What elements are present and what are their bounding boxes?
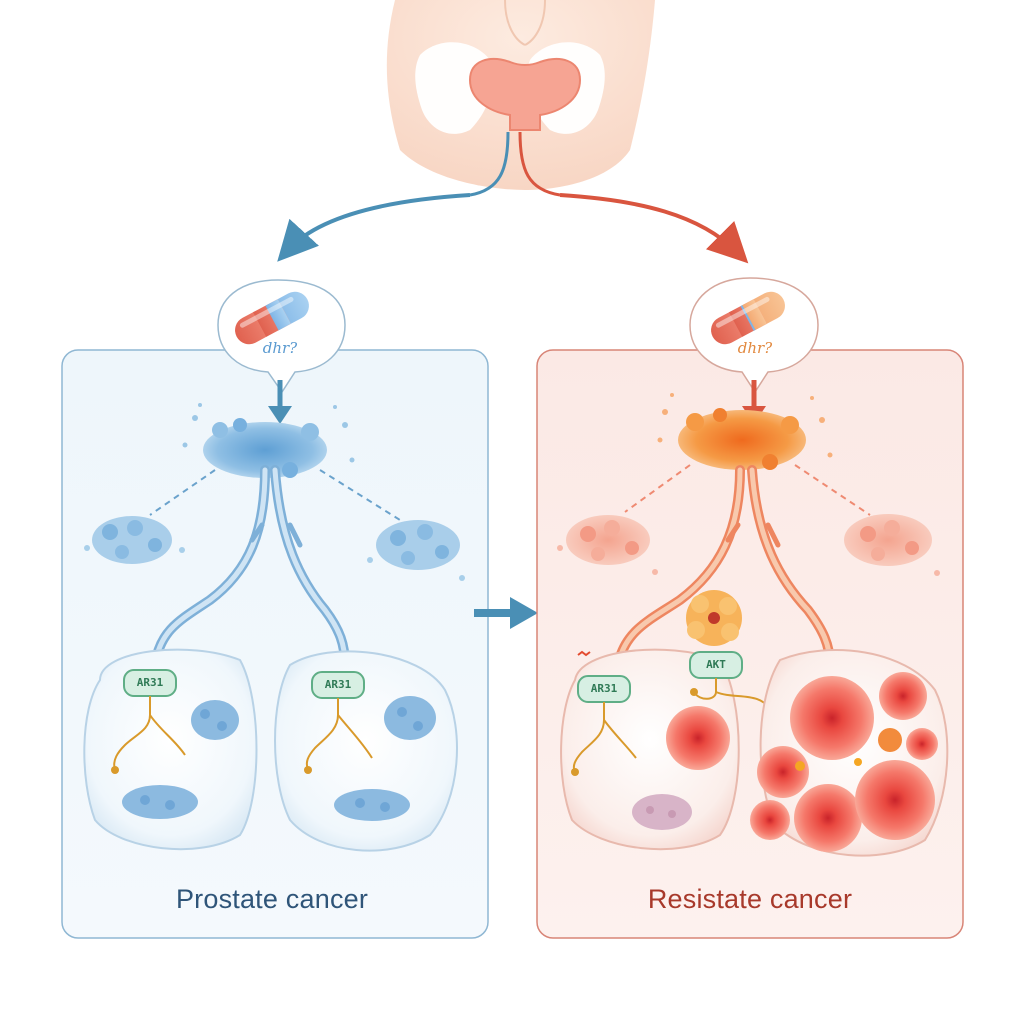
tumor-cell-icon [750,800,790,840]
tumor-cell-icon [790,676,874,760]
resistant-panel [536,277,964,939]
receptor-tag-left-a: AR31 [136,676,164,689]
receptor-tag-right-b: AKT [706,658,726,671]
prostate-icon [468,58,582,131]
drug-target-blob-left [182,403,355,478]
cell-vesicle-left-a [83,648,258,851]
tumor-cell-icon [879,672,927,720]
tumor-cell-icon [84,516,185,564]
cell-vesicle-right-a [560,648,740,851]
tumor-cell-icon [686,590,742,646]
drug-target-blob-right [657,393,833,470]
caption-resistant: Resistate cancer [647,884,853,914]
tumor-cell-icon [906,728,938,760]
cell-vesicle-left-b [274,650,458,852]
arrow-icon [474,597,538,629]
tumor-cell-icon [844,514,940,576]
pelvis-figure [386,0,655,197]
tumor-cell-icon [855,760,935,840]
pill-label-right: dhr? [737,339,773,357]
pill-icon [235,291,309,345]
receptor-tag-right-a: AR31 [590,682,618,695]
tumor-cell-icon [794,784,862,852]
sensitive-panel [61,279,489,939]
caption-sensitive: Prostate cancer [175,884,369,914]
pill-icon [711,291,785,345]
signal-vessels-left [150,465,350,670]
cell-vesicle-right-b [750,649,949,857]
tumor-cell-icon [557,515,658,575]
signal-vessels-right [613,465,835,670]
arrow-to-resistant [559,193,749,264]
receptor-tag-left-b: AR31 [324,678,352,691]
pill-bubble-left [217,279,346,394]
tumor-cell-icon [878,728,902,752]
tumor-cell-icon [367,520,465,581]
pill-label-left: dhr? [262,339,298,357]
tumor-cell-icon [757,746,809,798]
arrow-to-sensitive [277,193,471,262]
pill-bubble-right [689,277,819,394]
